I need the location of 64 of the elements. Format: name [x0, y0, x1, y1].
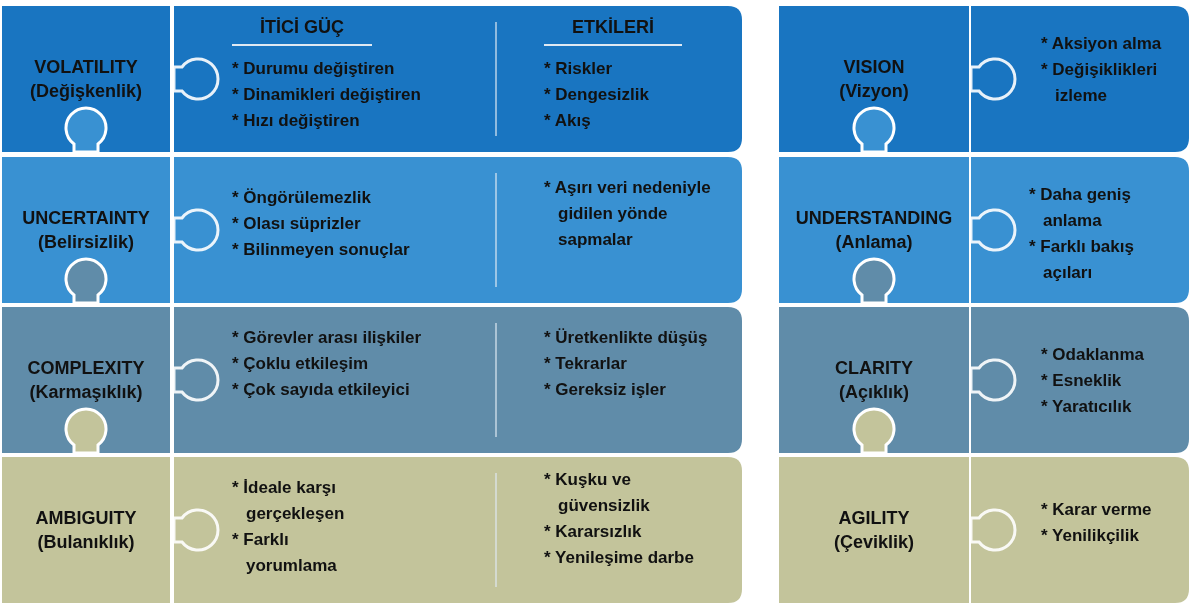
bullet-item: * Hızı değiştiren — [232, 110, 361, 132]
category-subtitle: (Çeviklik) — [833, 531, 914, 554]
bullet-item: * Kuşku ve güvensizlik — [544, 469, 651, 517]
category-subtitle: (Açıklık) — [839, 381, 909, 404]
bullet-item: * Yenileşime darbe — [544, 547, 694, 569]
category-subtitle: (Bulanıklık) — [37, 531, 135, 554]
puzzle-piece — [2, 6, 170, 152]
bullet-item: * Yaratıcılık — [1041, 396, 1133, 418]
bullet-item: * Dinamikleri değiştiren — [232, 84, 422, 106]
puzzle-piece — [174, 457, 742, 603]
puzzle-piece — [174, 6, 742, 152]
bullet-item: * Çoklu etkileşim — [232, 353, 370, 375]
category-subtitle: (Vizyon) — [839, 80, 909, 103]
category-title: COMPLEXITY — [27, 357, 145, 380]
puzzle-piece — [174, 157, 742, 303]
category-subtitle: (Belirsizlik) — [38, 231, 134, 254]
bullet-item: * Görevler arası ilişkiler — [232, 327, 422, 349]
bullet-item: * Esneklik — [1041, 370, 1123, 392]
bullet-item: * Bilinmeyen sonuçlar — [232, 239, 411, 261]
category-title: UNCERTAINTY — [22, 207, 150, 230]
bullet-item: * Aksiyon alma — [1041, 33, 1163, 55]
column-header: İTİCİ GÜÇ — [232, 14, 372, 46]
puzzle-piece — [2, 157, 170, 303]
puzzle-piece — [779, 307, 969, 453]
category-subtitle: (Değişkenlik) — [29, 80, 142, 103]
bullet-item: * İdeale karşı gerçekleşen — [232, 477, 346, 525]
puzzle-piece — [174, 307, 742, 453]
puzzle-piece — [971, 457, 1189, 603]
bullet-item: * Farklı yorumlama — [232, 529, 338, 577]
bullet-item: * Değişiklikleri izleme — [1041, 59, 1159, 107]
category-subtitle: (Karmaşıklık) — [29, 381, 143, 404]
bullet-item: * Gereksiz işler — [544, 379, 667, 401]
bullet-item: * Daha geniş anlama — [1029, 184, 1133, 232]
category-title: VISION — [843, 56, 905, 79]
bullet-item: * Farklı bakış açıları — [1029, 236, 1135, 284]
puzzle-piece — [2, 457, 170, 603]
category-title: VOLATILITY — [34, 56, 138, 79]
puzzle-piece — [779, 6, 969, 152]
category-title: AMBIGUITY — [35, 507, 137, 530]
category-title: CLARITY — [835, 357, 913, 380]
category-title: AGILITY — [838, 507, 910, 530]
bullet-item: * Odaklanma — [1041, 344, 1145, 366]
bullet-item: * Olası süprizler — [232, 213, 362, 235]
bullet-item: * Riskler — [544, 58, 614, 80]
puzzle-piece — [779, 457, 969, 603]
puzzle-piece — [2, 307, 170, 453]
bullet-item: * Aşırı veri nedeniyle gidilen yönde sapmalar — [544, 177, 712, 251]
puzzle-piece — [971, 6, 1189, 152]
category-subtitle: (Anlama) — [835, 231, 913, 254]
puzzle-piece — [779, 157, 969, 303]
bullet-item: * Kararsızlık — [544, 521, 643, 543]
bullet-item: * Tekrarlar — [544, 353, 628, 375]
category-title: UNDERSTANDING — [795, 207, 953, 230]
bullet-item: * Çok sayıda etkileyici — [232, 379, 411, 401]
bullet-item: * Durumu değiştiren — [232, 58, 396, 80]
puzzle-piece — [971, 307, 1189, 453]
bullet-item: * Yenilikçilik — [1041, 525, 1140, 547]
bullet-item: * Öngörülemezlik — [232, 187, 372, 209]
bullet-item: * Dengesizlik — [544, 84, 650, 106]
column-header: ETKİLERİ — [544, 14, 682, 46]
bullet-item: * Akış — [544, 110, 592, 132]
bullet-item: * Üretkenlikte düşüş — [544, 327, 709, 349]
bullet-item: * Karar verme — [1041, 499, 1153, 521]
puzzle-piece — [971, 157, 1189, 303]
